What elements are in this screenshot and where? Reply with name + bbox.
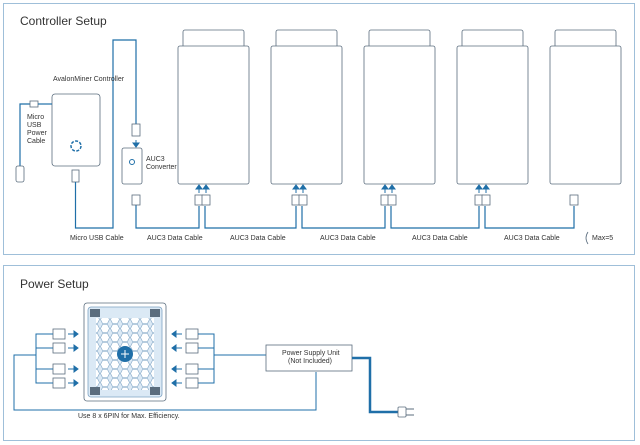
auc3-converter [121, 147, 143, 185]
micro-usb-cable-label: Micro USB Cable [70, 235, 124, 242]
miner-unit-3 [363, 29, 436, 185]
controller-label: AvalonMiner Controller [53, 76, 125, 83]
miner-units [177, 29, 622, 185]
psu-label: Power Supply Unit (Not Included) [282, 350, 340, 365]
data-connectors [131, 194, 579, 206]
miner-unit-2 [270, 29, 343, 185]
power-note: Use 8 x 6PIN for Max. Efficiency. [78, 413, 180, 420]
connection-arrows [132, 140, 490, 193]
converter-label: AUC3 Converter [146, 156, 177, 171]
controller-setup-title: Controller Setup [20, 14, 107, 28]
right-power-connectors [185, 328, 199, 389]
power-arrows [68, 330, 182, 387]
avalon-controller [51, 93, 101, 167]
miner-unit-4 [456, 29, 529, 185]
max-bracket [585, 231, 589, 245]
micro-usb-cable [71, 39, 141, 229]
max-label: Max=5 [592, 235, 614, 242]
power-supply-unit [265, 344, 353, 372]
data-cable-label-5: AUC3 Data Cable [504, 235, 560, 242]
data-cable-label-1: AUC3 Data Cable [147, 235, 203, 242]
left-power-connectors [52, 328, 66, 389]
data-cable-label-4: AUC3 Data Cable [412, 235, 468, 242]
data-cable-label-3: AUC3 Data Cable [320, 235, 376, 242]
power-setup-title: Power Setup [20, 277, 89, 291]
miner-unit-1 [177, 29, 250, 185]
miner-unit-5 [549, 29, 622, 185]
miner-front-panel [83, 302, 167, 402]
micro-usb-power-cable [15, 100, 52, 183]
power-wiring [13, 333, 317, 411]
micro-usb-power-label: Micro USB Power Cable [27, 114, 47, 145]
ac-power-cable [352, 356, 414, 418]
data-cable-label-2: AUC3 Data Cable [230, 235, 286, 242]
auc3-data-cables [135, 200, 575, 229]
